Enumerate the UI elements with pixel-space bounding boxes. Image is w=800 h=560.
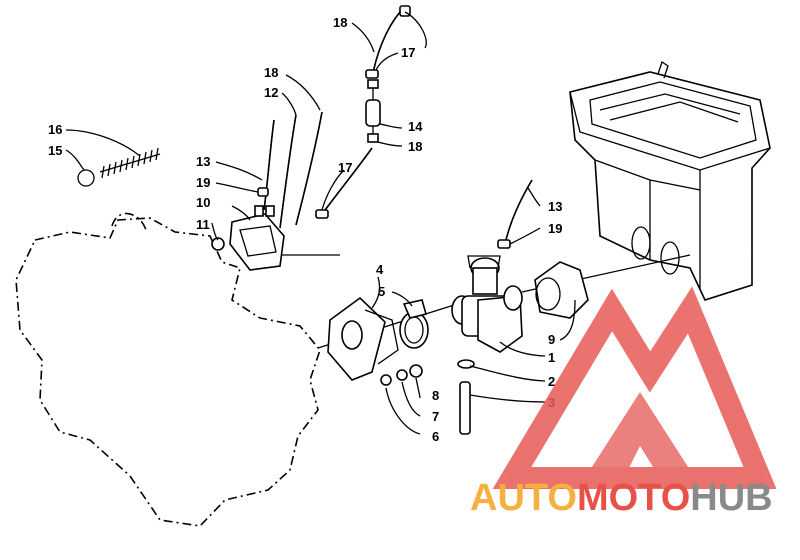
callout-7: 7 [432, 409, 439, 424]
engine-detail [111, 212, 147, 231]
watermark-hub: HUB [690, 477, 772, 519]
clamp-17-top [365, 69, 379, 79]
callouts: 1 2 3 4 5 6 7 8 9 10 11 12 13 13 14 15 1… [48, 15, 562, 444]
watermark-logo [492, 286, 777, 489]
callout-2: 2 [548, 374, 555, 389]
callout-18-top: 18 [333, 15, 347, 30]
callout-15: 15 [48, 143, 62, 158]
airbox [569, 60, 771, 301]
callout-13-left: 13 [196, 154, 210, 169]
callout-16: 16 [48, 122, 62, 137]
callout-1: 1 [548, 350, 555, 365]
fuel-filter [365, 79, 381, 143]
callout-12: 12 [264, 85, 278, 100]
clip-15 [77, 169, 95, 187]
callout-4: 4 [376, 262, 384, 277]
carb-boot [327, 296, 399, 381]
callout-8: 8 [432, 388, 439, 403]
fuel-pump [229, 205, 285, 271]
logo-triangle [492, 286, 777, 489]
callout-14: 14 [408, 119, 423, 134]
callout-18-left: 18 [264, 65, 278, 80]
callout-17-lower: 17 [338, 160, 352, 175]
intake-boot [534, 261, 589, 319]
callout-10: 10 [196, 195, 210, 210]
washer-6 [380, 374, 392, 386]
clamp-19-left [257, 187, 269, 197]
clamp-17-lower [315, 209, 329, 219]
callout-19-right: 19 [548, 221, 562, 236]
logo-inner-mark [590, 392, 690, 470]
nut-11 [211, 237, 225, 251]
callout-9: 9 [548, 332, 555, 347]
watermark-moto: MOTO [577, 477, 690, 519]
hose-18-top [371, 11, 401, 79]
callout-6: 6 [432, 429, 439, 444]
leader-lines [65, 11, 576, 435]
spring [99, 147, 161, 179]
callout-19-left: 19 [196, 175, 210, 190]
clamp-19-right [497, 239, 511, 249]
washer-7 [396, 369, 408, 381]
drain-tube [459, 381, 471, 435]
watermark-auto: AUTO [470, 477, 577, 519]
callout-18-right: 18 [408, 139, 422, 154]
clamp [399, 299, 429, 349]
callout-17-top: 17 [401, 45, 415, 60]
callout-13-right: 13 [548, 199, 562, 214]
carburetor [451, 255, 523, 353]
engine-outline [15, 217, 321, 527]
watermark-text: AUTOMOTOHUB [470, 477, 773, 519]
callout-5: 5 [378, 284, 385, 299]
nut-8 [409, 364, 423, 378]
callout-11: 11 [196, 217, 210, 232]
